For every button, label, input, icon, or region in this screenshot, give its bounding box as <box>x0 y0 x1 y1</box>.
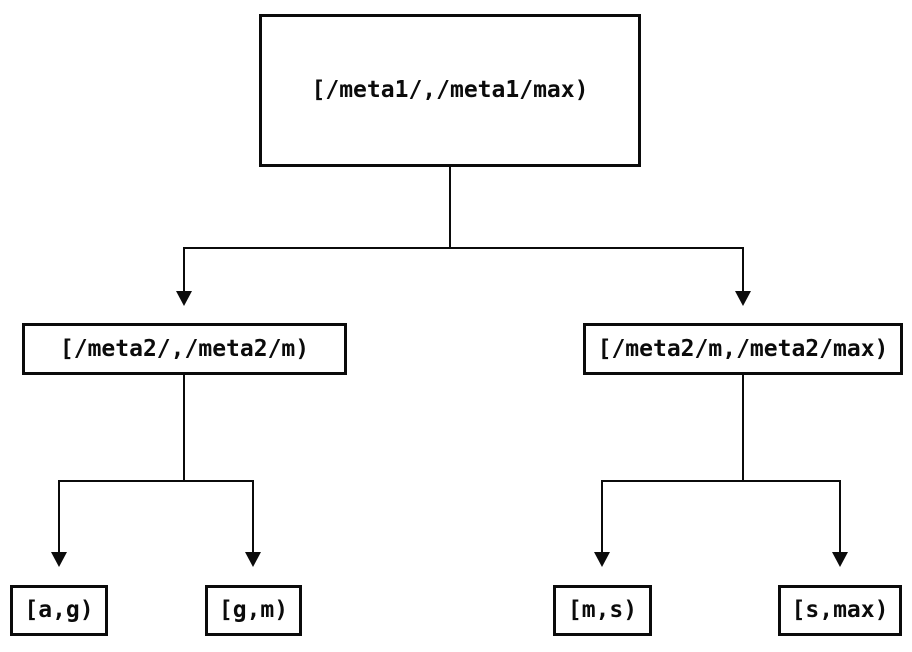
arrow-down-icon <box>832 552 848 567</box>
connector-meta2-right-stem <box>742 375 744 481</box>
node-meta2-right-label: [/meta2/m,/meta2/max) <box>597 335 889 362</box>
node-meta2-left-label: [/meta2/,/meta2/m) <box>59 335 310 362</box>
node-meta2-right: [/meta2/m,/meta2/max) <box>583 323 903 375</box>
node-leaf-smax-label: [s,max) <box>791 597 889 623</box>
arrow-down-icon <box>51 552 67 567</box>
connector-right-crossbar <box>601 480 841 482</box>
node-root-label: [/meta1/,/meta1/max) <box>311 77 589 103</box>
connector-drop-to-leaf-ag <box>58 480 60 553</box>
connector-drop-to-meta2-left <box>183 247 185 292</box>
node-meta2-left: [/meta2/,/meta2/m) <box>22 323 347 375</box>
arrow-down-icon <box>735 291 751 306</box>
node-leaf-ms-label: [m,s) <box>567 597 638 623</box>
node-root: [/meta1/,/meta1/max) <box>259 14 641 167</box>
connector-level1-crossbar <box>183 247 744 249</box>
node-leaf-gm-label: [g,m) <box>218 597 289 623</box>
connector-left-crossbar <box>58 480 254 482</box>
node-leaf-smax: [s,max) <box>778 585 902 636</box>
connector-drop-to-meta2-right <box>742 247 744 292</box>
node-leaf-ag-label: [a,g) <box>24 597 94 623</box>
connector-root-stem <box>449 167 451 249</box>
arrow-down-icon <box>594 552 610 567</box>
connector-drop-to-leaf-ms <box>601 480 603 553</box>
node-leaf-ms: [m,s) <box>553 585 652 636</box>
connector-meta2-left-stem <box>183 375 185 481</box>
node-leaf-gm: [g,m) <box>205 585 302 636</box>
arrow-down-icon <box>176 291 192 306</box>
node-leaf-ag: [a,g) <box>10 585 108 636</box>
arrow-down-icon <box>245 552 261 567</box>
connector-drop-to-leaf-smax <box>839 480 841 553</box>
connector-drop-to-leaf-gm <box>252 480 254 553</box>
